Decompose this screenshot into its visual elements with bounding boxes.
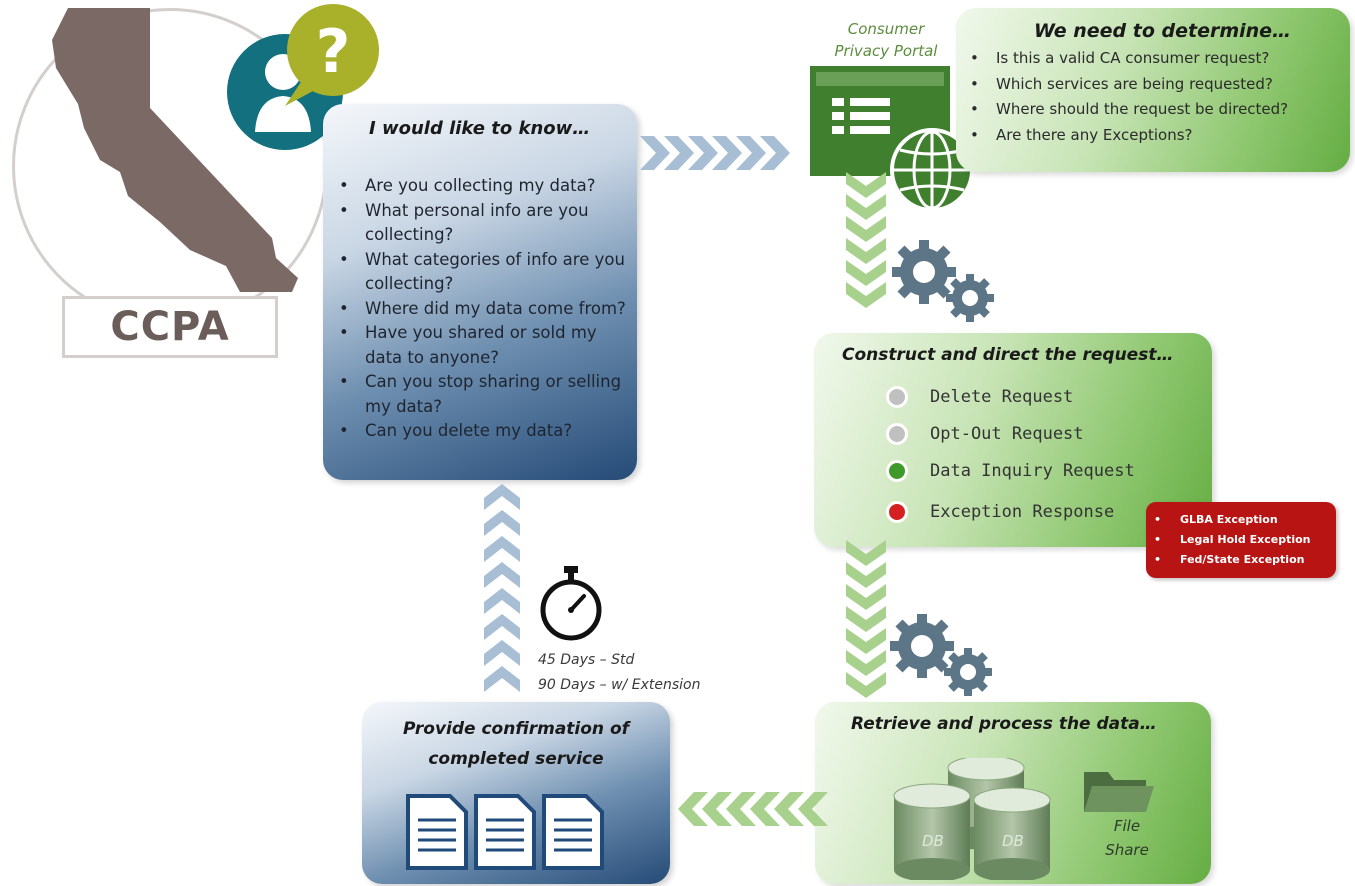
timeframe-extension: 90 Days – w/ Extension bbox=[538, 677, 701, 693]
option-opt-out-request: Opt-Out Request bbox=[886, 423, 1084, 445]
database-icon bbox=[893, 758, 1051, 880]
confirmation-panel-title: Provide confirmation of completed servic… bbox=[362, 714, 670, 774]
status-dot-icon bbox=[886, 386, 908, 408]
list-item: What categories of info are you collecti… bbox=[331, 248, 627, 297]
file-share-label: File Share bbox=[1100, 814, 1154, 862]
list-item: Are you collecting my data? bbox=[331, 174, 627, 199]
svg-text:?: ? bbox=[316, 17, 351, 87]
ccpa-label: CCPA bbox=[110, 304, 230, 350]
option-exception-response: Exception Response bbox=[886, 501, 1114, 523]
gears-icon bbox=[890, 614, 992, 696]
know-question-list: Are you collecting my data? What persona… bbox=[331, 174, 627, 444]
construct-panel-title: Construct and direct the request… bbox=[842, 345, 1174, 365]
status-dot-icon bbox=[886, 501, 908, 523]
consumer-question-icon: ? bbox=[227, 4, 379, 150]
option-label: Opt-Out Request bbox=[930, 424, 1084, 444]
determine-list: Is this a valid CA consumer request? Whi… bbox=[962, 46, 1342, 148]
gears-icon bbox=[892, 240, 994, 322]
db-label: DB bbox=[922, 832, 944, 850]
documents-icon bbox=[406, 794, 604, 870]
portal-label-line1: Consumer bbox=[847, 20, 925, 38]
determine-panel: We need to determine… Is this a valid CA… bbox=[956, 8, 1350, 172]
flow-arrow-to-consumer bbox=[484, 484, 520, 692]
list-item: Is this a valid CA consumer request? bbox=[962, 46, 1342, 72]
list-item: GLBA Exception bbox=[1146, 510, 1336, 530]
option-data-inquiry-request: Data Inquiry Request bbox=[886, 460, 1135, 482]
file-share-line1: File bbox=[1113, 817, 1141, 835]
confirmation-title-line2: completed service bbox=[428, 749, 604, 769]
flow-arrow-to-retrieve bbox=[846, 540, 886, 698]
timeframe-standard: 45 Days – Std bbox=[538, 652, 635, 668]
list-item: Where should the request be directed? bbox=[962, 97, 1342, 123]
option-delete-request: Delete Request bbox=[886, 386, 1073, 408]
portal-label: Consumer Privacy Portal bbox=[812, 18, 960, 62]
status-dot-icon bbox=[886, 423, 908, 445]
file-share-line2: Share bbox=[1105, 841, 1149, 859]
exception-list-box: GLBA Exception Legal Hold Exception Fed/… bbox=[1146, 502, 1336, 578]
list-item: Can you stop sharing or selling my data? bbox=[331, 370, 627, 419]
confirmation-title-line1: Provide confirmation of bbox=[402, 719, 630, 739]
list-item: Which services are being requested? bbox=[962, 72, 1342, 98]
response-timeframes: 45 Days – Std 90 Days – w/ Extension bbox=[538, 648, 700, 698]
list-item: What personal info are you collecting? bbox=[331, 199, 627, 248]
retrieve-panel-title: Retrieve and process the data… bbox=[851, 714, 1157, 734]
stopwatch-icon bbox=[540, 566, 602, 641]
status-dot-icon bbox=[886, 460, 908, 482]
privacy-portal-icon bbox=[810, 66, 974, 211]
know-panel-title: I would like to know… bbox=[369, 118, 591, 139]
option-label: Delete Request bbox=[930, 387, 1074, 407]
list-item: Can you delete my data? bbox=[331, 419, 627, 444]
flow-arrow-to-construct bbox=[846, 172, 886, 308]
option-label: Exception Response bbox=[930, 502, 1115, 522]
portal-label-line2: Privacy Portal bbox=[834, 42, 938, 60]
list-item: Where did my data come from? bbox=[331, 297, 627, 322]
know-panel: I would like to know… Are you collecting… bbox=[323, 104, 637, 480]
list-item: Have you shared or sold my data to anyon… bbox=[331, 321, 627, 370]
ccpa-label-box: CCPA bbox=[62, 296, 278, 358]
exception-list: GLBA Exception Legal Hold Exception Fed/… bbox=[1146, 510, 1336, 570]
flow-arrow-to-portal bbox=[640, 136, 790, 170]
list-item: Are there any Exceptions? bbox=[962, 123, 1342, 149]
folder-icon bbox=[1084, 772, 1154, 812]
list-item: Fed/State Exception bbox=[1146, 550, 1336, 570]
list-item: Legal Hold Exception bbox=[1146, 530, 1336, 550]
determine-panel-title: We need to determine… bbox=[1034, 20, 1292, 42]
db-label: DB bbox=[1002, 832, 1024, 850]
california-map-icon bbox=[52, 8, 298, 292]
flow-arrow-to-confirmation bbox=[678, 792, 828, 826]
option-label: Data Inquiry Request bbox=[930, 461, 1135, 481]
